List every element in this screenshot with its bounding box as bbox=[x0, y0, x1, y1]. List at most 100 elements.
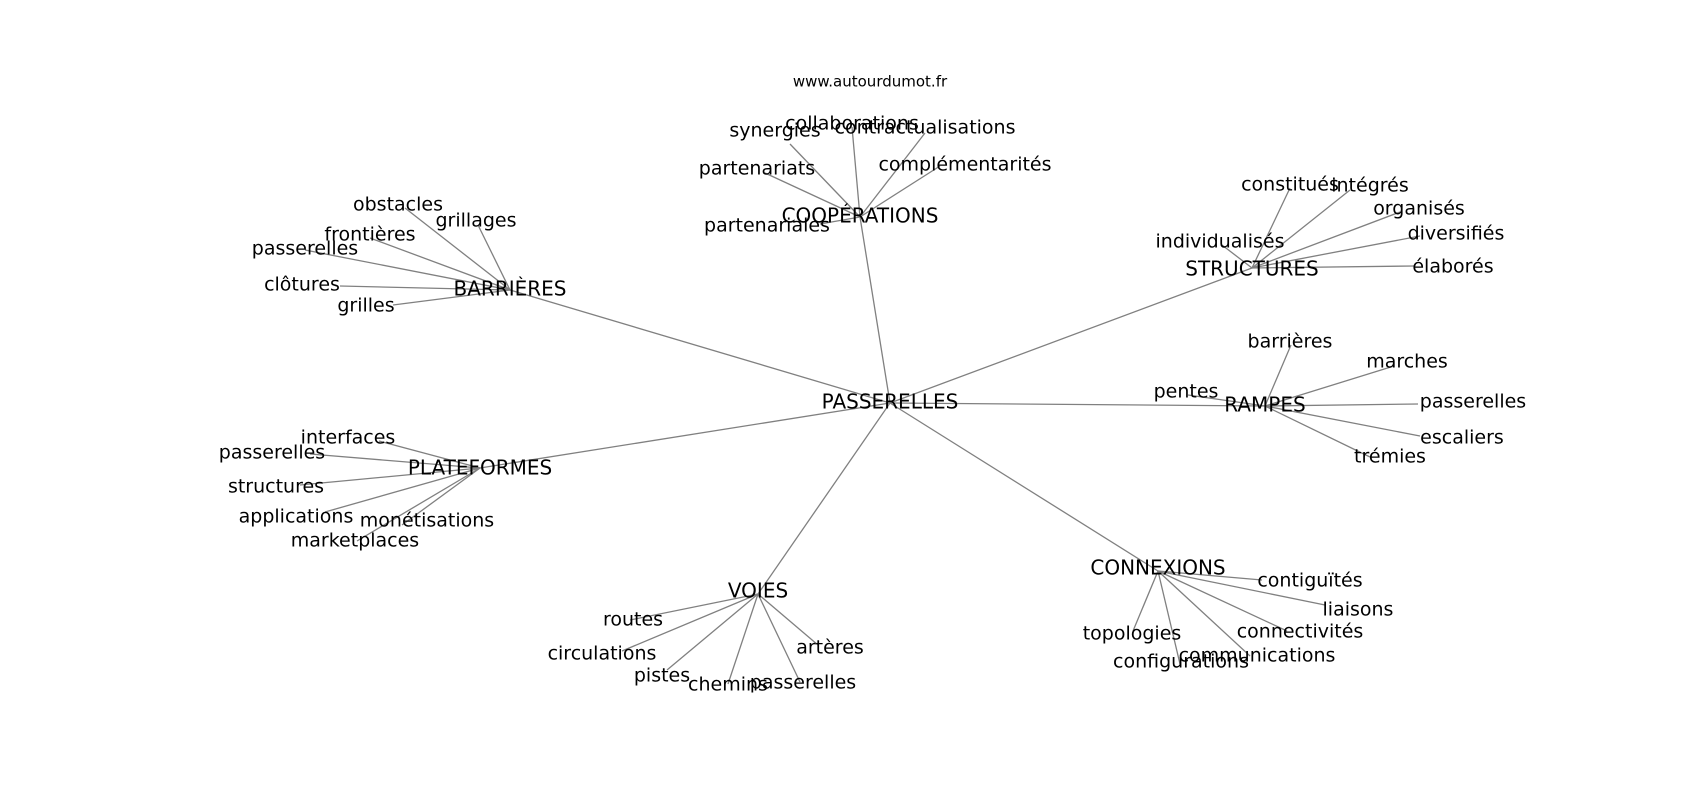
leaf-node-label: frontières bbox=[324, 224, 415, 246]
edge-hub-to-leaf bbox=[1251, 187, 1291, 269]
edge-hub-to-leaf bbox=[1264, 344, 1292, 407]
leaf-node-label: communications bbox=[1179, 645, 1336, 667]
leaf-node-label: barrières bbox=[1248, 331, 1333, 353]
edge-hub-to-leaf bbox=[309, 453, 481, 469]
leaf-node-label: routes bbox=[603, 609, 663, 631]
leaf-node-label: passerelles bbox=[1420, 391, 1526, 413]
leaf-node-label: monétisations bbox=[360, 510, 494, 532]
leaf-node-label: diversifiés bbox=[1408, 223, 1505, 245]
leaf-node-label: trémies bbox=[1354, 446, 1426, 468]
leaf-node-label: contiguïtés bbox=[1257, 570, 1362, 592]
leaf-node-label: interfaces bbox=[301, 427, 396, 449]
edge-hub-to-leaf bbox=[404, 207, 511, 291]
edge-hub-to-leaf bbox=[1264, 405, 1421, 437]
leaf-node-label: applications bbox=[239, 506, 354, 528]
edge-hub-to-leaf bbox=[789, 143, 861, 218]
leaf-node-label: escaliers bbox=[1420, 427, 1504, 449]
leaf-node-label: constitués bbox=[1241, 174, 1339, 196]
edge-hub-to-leaf bbox=[369, 237, 511, 291]
edge-hub-to-leaf bbox=[629, 593, 759, 621]
edge-hub-to-leaf bbox=[1157, 570, 1181, 665]
leaf-node-label: élaborés bbox=[1412, 256, 1493, 278]
node-labels: PASSERELLES COOPÉRATIONS synergiescollabor… bbox=[219, 113, 1526, 696]
leaf-node-label: passerelles bbox=[219, 442, 325, 464]
edge-hub-to-leaf bbox=[1251, 235, 1421, 269]
edge-hub-to-leaf bbox=[1264, 405, 1371, 458]
edge-hub-to-leaf bbox=[356, 467, 481, 542]
hub-node-label: COOPÉRATIONS bbox=[782, 204, 939, 228]
hub-node-label: STRUCTURES bbox=[1185, 257, 1319, 281]
edge-hub-to-leaf bbox=[401, 467, 481, 526]
edge-hub-to-leaf bbox=[1251, 211, 1401, 269]
leaf-node-label: partenariats bbox=[699, 158, 815, 180]
leaf-node-label: grilles bbox=[337, 295, 394, 317]
edge-hub-to-leaf bbox=[757, 593, 819, 646]
hub-node-label: BARRIÈRES bbox=[454, 277, 567, 301]
edge-hub-to-leaf bbox=[1264, 403, 1419, 407]
hub-node-label: RAMPES bbox=[1224, 393, 1305, 417]
leaf-node-label: contractualisations bbox=[835, 117, 1016, 139]
leaf-node-label: liaisons bbox=[1323, 599, 1394, 621]
leaf-node-label: passerelles bbox=[750, 672, 856, 694]
edge-hub-to-leaf bbox=[392, 289, 511, 306]
leaf-node-label: topologies bbox=[1083, 623, 1182, 645]
leaf-node-label: structures bbox=[228, 476, 324, 498]
edge-hub-to-leaf bbox=[757, 593, 801, 683]
leaf-node-label: clôtures bbox=[264, 274, 340, 296]
edge-center-to-hub bbox=[859, 216, 891, 404]
leaf-node-label: synergies bbox=[729, 120, 820, 142]
edge-center-to-hub bbox=[757, 402, 891, 595]
leaf-node-label: obstacles bbox=[353, 194, 443, 216]
edge-hub-to-leaf bbox=[819, 216, 861, 225]
edge-hub-to-leaf bbox=[1157, 570, 1326, 606]
leaf-node-label: circulations bbox=[548, 643, 657, 665]
edge-center-to-hub bbox=[509, 289, 891, 404]
edge-hub-to-leaf bbox=[1187, 394, 1266, 407]
leaf-node-label: configurations bbox=[1113, 651, 1249, 673]
edge-center-to-hub bbox=[479, 402, 891, 469]
edge-hub-to-leaf bbox=[1221, 244, 1253, 269]
leaf-node-label: marketplaces bbox=[291, 530, 419, 552]
edge-hub-to-leaf bbox=[1251, 265, 1415, 269]
hub-node-label: VOIES bbox=[728, 579, 788, 603]
edge-hub-to-leaf bbox=[851, 126, 861, 218]
edge-hub-to-leaf bbox=[1157, 570, 1288, 632]
leaf-node-label: organisés bbox=[1373, 198, 1465, 220]
edges bbox=[299, 126, 1421, 685]
center-node-label: PASSERELLES bbox=[822, 390, 959, 414]
edge-hub-to-leaf bbox=[1264, 365, 1395, 407]
leaf-node-label: individualisés bbox=[1156, 231, 1285, 253]
leaf-node-label: partenariales bbox=[704, 215, 830, 237]
edge-hub-to-leaf bbox=[299, 467, 481, 486]
leaf-node-label: artères bbox=[796, 637, 864, 659]
edge-hub-to-leaf bbox=[304, 249, 511, 291]
leaf-node-label: grillages bbox=[435, 210, 516, 232]
leaf-node-label: pistes bbox=[634, 665, 690, 687]
edge-hub-to-leaf bbox=[859, 132, 926, 218]
edge-hub-to-leaf bbox=[378, 440, 481, 469]
website-label: www.autourdumot.fr bbox=[793, 73, 948, 91]
edge-hub-to-leaf bbox=[764, 172, 861, 218]
edge-hub-to-leaf bbox=[666, 593, 759, 671]
edge-hub-to-leaf bbox=[859, 165, 941, 218]
edge-hub-to-leaf bbox=[1251, 189, 1351, 269]
hub-node-label: PLATEFORMES bbox=[408, 456, 552, 480]
leaf-node-label: chemins bbox=[688, 674, 768, 696]
edge-hub-to-leaf bbox=[727, 593, 759, 685]
edge-hub-to-leaf bbox=[324, 467, 481, 513]
leaf-node-label: marches bbox=[1366, 351, 1448, 373]
edge-hub-to-leaf bbox=[1132, 570, 1159, 632]
leaf-node-label: pentes bbox=[1154, 381, 1219, 403]
leaf-node-label: passerelles bbox=[252, 238, 358, 260]
leaf-node-label: complémentarités bbox=[878, 154, 1051, 176]
edge-hub-to-leaf bbox=[339, 285, 511, 291]
edge-hub-to-leaf bbox=[477, 224, 511, 291]
edge-center-to-hub bbox=[889, 267, 1253, 404]
leaf-node-label: intégrés bbox=[1331, 175, 1409, 197]
edge-center-to-hub bbox=[889, 402, 1159, 572]
leaf-node-label: collaborations bbox=[785, 113, 919, 135]
edge-hub-to-leaf bbox=[1157, 570, 1251, 657]
edge-hub-to-leaf bbox=[1157, 570, 1263, 581]
leaf-node-label: connectivités bbox=[1237, 621, 1364, 643]
